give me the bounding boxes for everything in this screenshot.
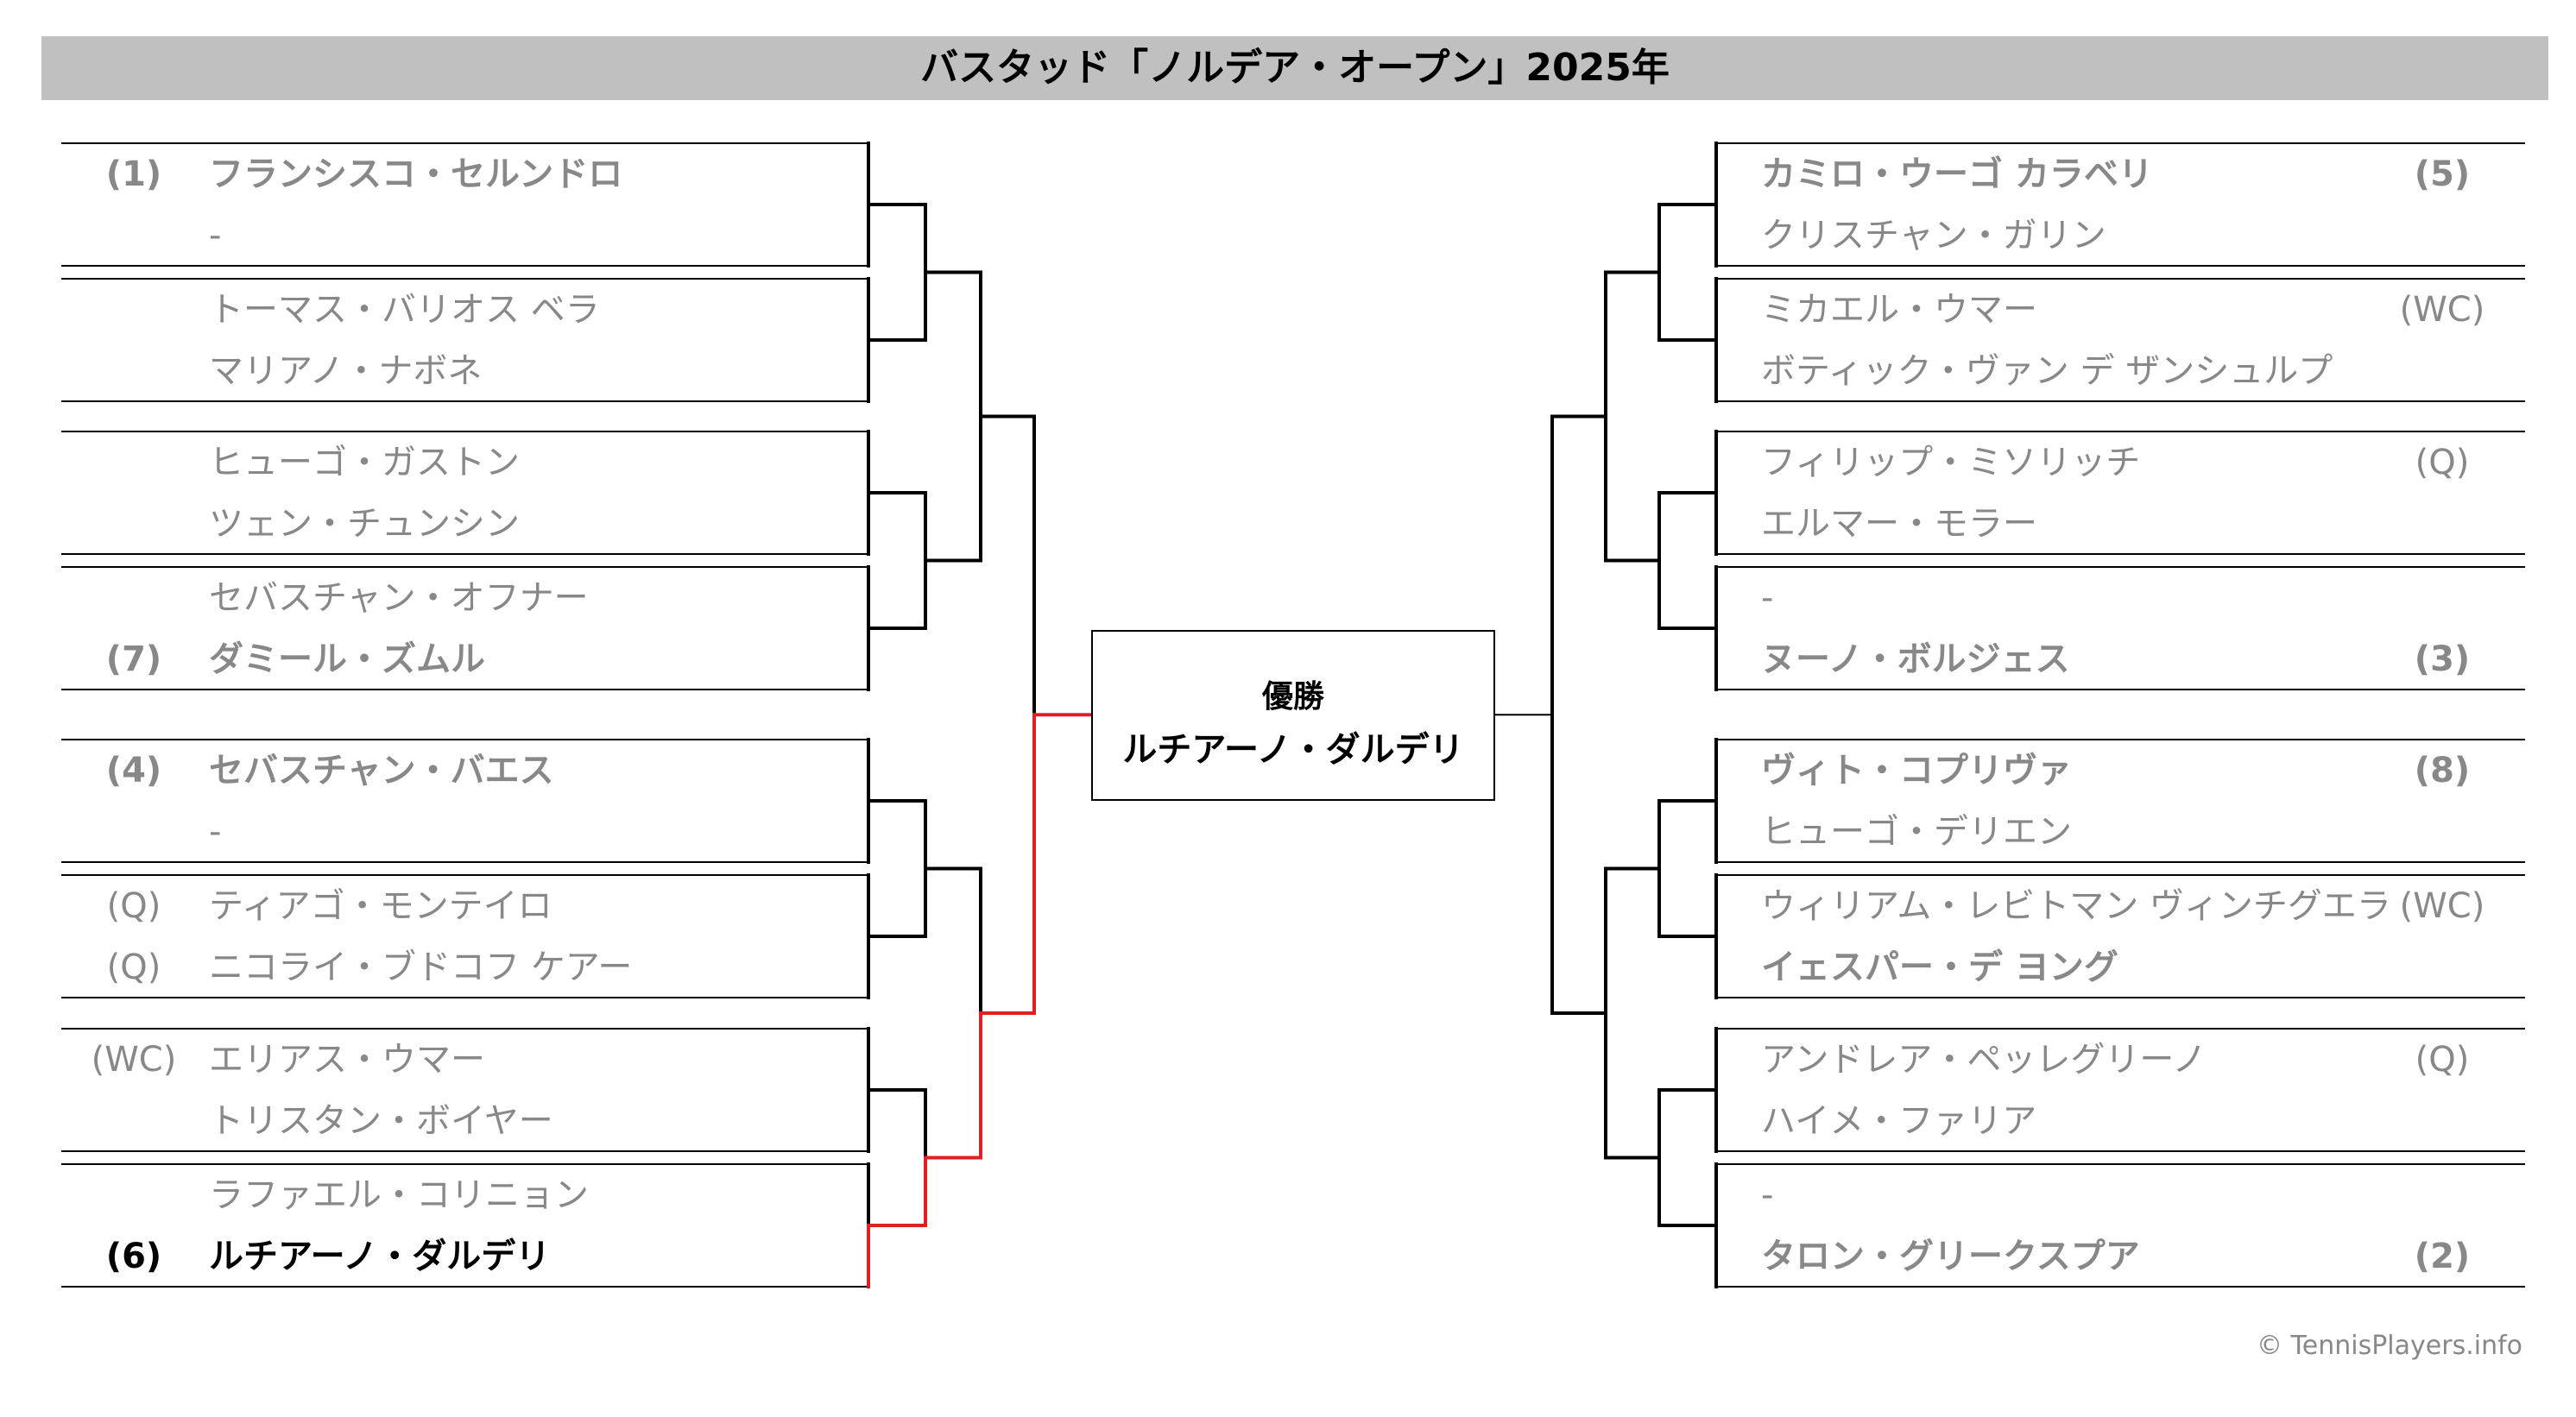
player-seed — [2369, 493, 2516, 555]
player-name: ニコライ・ブドコフ ケアー — [209, 948, 633, 987]
player-seed: (WC) — [2399, 290, 2485, 330]
player-name: トリスタン・ボイヤー — [209, 1101, 553, 1141]
player-seed: (WC) — [91, 1040, 177, 1080]
player-seed — [2369, 1090, 2516, 1152]
player-name: - — [209, 216, 222, 255]
player-name: ヒューゴ・デリエン — [1761, 812, 2072, 852]
player-seed: (5) — [2414, 154, 2471, 194]
player-name: エリアス・ウマー — [209, 1040, 485, 1080]
player-name: ティアゴ・モンテイロ — [209, 886, 552, 926]
player-row: クリスチャン・ガリン — [0, 205, 2576, 267]
player-name: ヌーノ・ボルジェス — [1761, 639, 2070, 679]
player-seed: (6) — [105, 1237, 162, 1276]
player-name: フランシスコ・セルンドロ — [209, 154, 623, 194]
player-row: - — [0, 801, 2576, 863]
player-row: ヒューゴ・デリエン — [0, 801, 2576, 863]
player-row: ラファエル・コリニョン — [0, 1164, 2576, 1226]
player-row: (3) ヌーノ・ボルジェス — [0, 628, 2576, 690]
player-row: (WC)ウィリアム・レビトマン ヴィンチグエラ — [0, 875, 2576, 937]
player-seed: (4) — [105, 751, 162, 790]
player-row: - — [0, 1164, 2576, 1226]
player-seed — [2369, 801, 2516, 863]
player-seed: (Q) — [2415, 1040, 2470, 1080]
player-seed: (8) — [2414, 751, 2471, 790]
player-row: セバスチャン・オフナー — [0, 567, 2576, 629]
player-name: ヴィト・コプリヴァ — [1761, 751, 2072, 790]
player-seed: (2) — [2414, 1237, 2471, 1276]
player-row: イェスパー・デ ヨング — [0, 936, 2576, 998]
player-row: (Q) アンドレア・ペッレグリーノ — [0, 1029, 2576, 1091]
player-row: エルマー・モラー — [0, 493, 2576, 555]
player-seed — [2369, 205, 2516, 267]
player-name: エルマー・モラー — [1761, 504, 2037, 544]
player-row: - — [0, 205, 2576, 267]
title-bar: バスタッド「ノルデア・オープン」2025年 — [41, 36, 2548, 100]
player-name: マリアノ・ナボネ — [209, 351, 483, 391]
player-seed — [2369, 340, 2516, 402]
player-name: ヒューゴ・ガストン — [209, 443, 520, 482]
player-seed: (WC) — [2399, 886, 2485, 926]
player-name: ボティック・ヴァン デ ザンシュルプ — [1761, 351, 2333, 391]
player-seed: (3) — [2414, 639, 2471, 679]
copyright-credit: © TennisPlayers.info — [2257, 1331, 2522, 1361]
player-row: ボティック・ヴァン デ ザンシュルプ — [0, 340, 2576, 402]
player-name: クリスチャン・ガリン — [1761, 216, 2106, 255]
player-name: セバスチャン・バエス — [209, 751, 554, 790]
player-name: イェスパー・デ ヨング — [1761, 948, 2118, 987]
player-row: (WC) エリアス・ウマー — [0, 1029, 2576, 1091]
player-seed: (7) — [105, 639, 162, 679]
player-row: (7) ダミール・ズムル — [0, 628, 2576, 690]
player-row: ツェン・チュンシン — [0, 493, 2576, 555]
champion-box: 優勝 ルチアーノ・ダルデリ — [1091, 630, 1495, 801]
player-name: アンドレア・ペッレグリーノ — [1761, 1040, 2207, 1080]
player-name: ツェン・チュンシン — [209, 504, 520, 544]
player-name: ダミール・ズムル — [209, 639, 485, 679]
page-title: バスタッド「ノルデア・オープン」2025年 — [920, 46, 1670, 90]
player-row: トーマス・バリオス ベラ — [0, 279, 2576, 341]
player-row: (Q) ティアゴ・モンテイロ — [0, 875, 2576, 937]
player-seed — [2369, 1164, 2516, 1226]
player-row: (WC) ミカエル・ウマー — [0, 279, 2576, 341]
player-name: - — [209, 812, 222, 852]
player-name: ルチアーノ・ダルデリ — [209, 1237, 551, 1276]
player-name: ウィリアム・レビトマン ヴィンチグエラ — [1761, 886, 2391, 926]
player-name: ハイメ・ファリア — [1761, 1101, 2037, 1141]
champion-name: ルチアーノ・ダルデリ — [1122, 730, 1464, 770]
player-row: (5) カミロ・ウーゴ カラベリ — [0, 143, 2576, 205]
player-row: (1) フランシスコ・セルンドロ — [0, 143, 2576, 205]
player-seed — [2369, 936, 2516, 998]
player-row: (Q) フィリップ・ミソリッチ — [0, 431, 2576, 494]
player-row: ハイメ・ファリア — [0, 1090, 2576, 1152]
player-row: (6) ルチアーノ・ダルデリ — [0, 1225, 2576, 1288]
player-name: - — [1761, 578, 1774, 618]
player-name: フィリップ・ミソリッチ — [1761, 443, 2141, 482]
player-row: - — [0, 567, 2576, 629]
player-row: トリスタン・ボイヤー — [0, 1090, 2576, 1152]
champion-label: 優勝 — [1261, 679, 1324, 715]
player-seed: (Q) — [2415, 443, 2470, 482]
player-name: カミロ・ウーゴ カラベリ — [1761, 154, 2153, 194]
player-seed — [2369, 567, 2516, 629]
player-name: トーマス・バリオス ベラ — [209, 290, 600, 330]
player-row: ヒューゴ・ガストン — [0, 431, 2576, 494]
player-seed: (1) — [105, 154, 162, 194]
player-name: セバスチャン・オフナー — [209, 578, 589, 618]
player-row: マリアノ・ナボネ — [0, 340, 2576, 402]
player-seed: (Q) — [106, 886, 161, 926]
player-name: ラファエル・コリニョン — [209, 1175, 589, 1215]
player-row: (Q) ニコライ・ブドコフ ケアー — [0, 936, 2576, 998]
player-name: ミカエル・ウマー — [1761, 290, 2037, 330]
player-row: (4) セバスチャン・バエス — [0, 740, 2576, 802]
player-name: - — [1761, 1175, 1774, 1215]
player-row: (8) ヴィト・コプリヴァ — [0, 740, 2576, 802]
player-row: (2) タロン・グリークスプア — [0, 1225, 2576, 1288]
player-seed: (Q) — [106, 948, 161, 987]
player-name: タロン・グリークスプア — [1761, 1237, 2140, 1276]
